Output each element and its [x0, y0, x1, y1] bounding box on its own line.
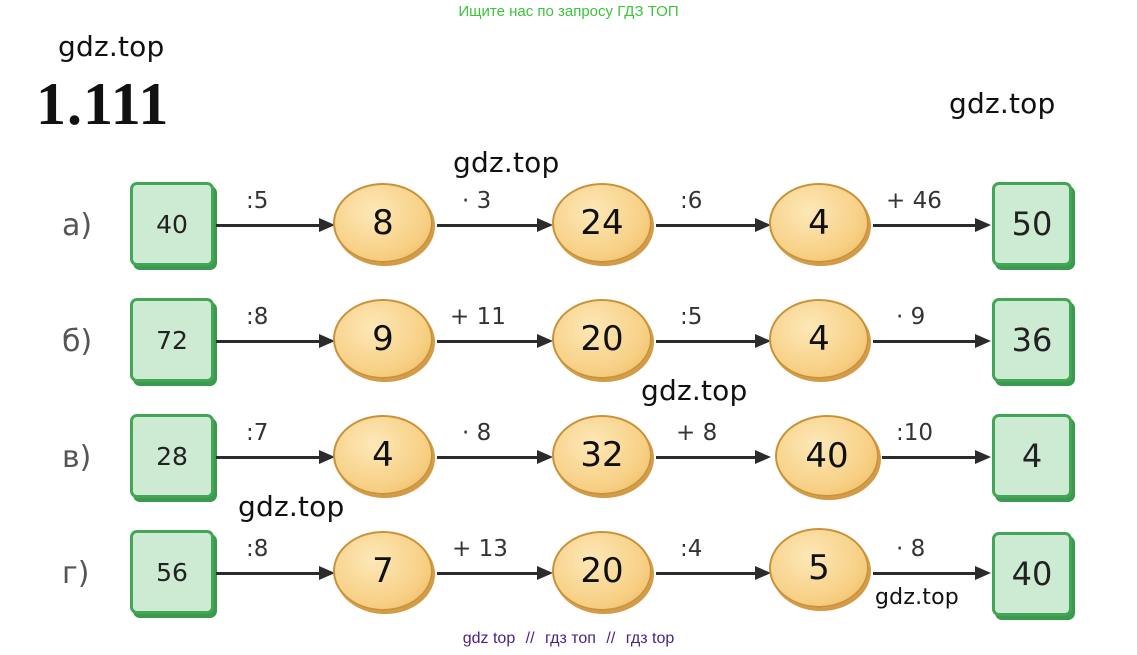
- footer-separator: //: [606, 630, 616, 647]
- row-label: б): [62, 324, 93, 359]
- value-oval: 7: [333, 531, 433, 611]
- chain-row-a: а) 40 :5 8 · 3 24 :6 4 + 46 50: [0, 180, 1137, 270]
- operation-label: + 11: [450, 304, 506, 330]
- end-box: 40: [992, 532, 1072, 616]
- chain-row-v: в) 28 :7 4 · 8 32 + 8 40 :10 4: [0, 412, 1137, 502]
- footer-links: gdz top // гдз топ // гдз top: [0, 630, 1137, 648]
- watermark: gdz.top: [58, 30, 165, 63]
- value-oval: 32: [552, 415, 652, 495]
- arrow: [216, 334, 335, 348]
- value-oval: 8: [333, 183, 433, 263]
- start-box: 72: [130, 298, 214, 382]
- search-banner[interactable]: Ищите нас по запросу ГДЗ ТОП: [458, 3, 679, 20]
- operation-label: :8: [246, 304, 269, 330]
- arrow: [437, 450, 553, 464]
- end-box: 50: [992, 182, 1072, 266]
- operation-label: :5: [680, 304, 703, 330]
- row-label: г): [62, 556, 90, 591]
- chain-row-g: г) 56 :8 7 + 13 20 :4 5 · 8 40: [0, 528, 1137, 618]
- exercise-number: 1.111: [36, 71, 170, 137]
- operation-label: :7: [246, 420, 269, 446]
- arrow: [437, 566, 553, 580]
- operation-label: · 3: [462, 188, 492, 214]
- start-box: 40: [130, 182, 214, 266]
- operation-label: · 9: [896, 304, 926, 330]
- operation-label: · 8: [896, 536, 926, 562]
- watermark: gdz.top: [453, 146, 560, 179]
- start-box: 28: [130, 414, 214, 498]
- operation-label: · 8: [462, 420, 492, 446]
- arrow: [882, 450, 991, 464]
- arrow: [873, 334, 991, 348]
- arrow: [216, 566, 335, 580]
- operation-label: + 8: [676, 420, 718, 446]
- value-oval: 20: [552, 299, 652, 379]
- operation-label: :8: [246, 536, 269, 562]
- arrow: [656, 334, 771, 348]
- watermark: gdz.top: [641, 374, 748, 407]
- row-label: а): [62, 208, 93, 243]
- operation-label: :6: [680, 188, 703, 214]
- operation-label: + 46: [886, 188, 942, 214]
- value-oval: 9: [333, 299, 433, 379]
- end-box: 4: [992, 414, 1072, 498]
- operation-label: + 13: [452, 536, 508, 562]
- arrow: [873, 566, 991, 580]
- arrow: [873, 218, 991, 232]
- arrow: [216, 450, 335, 464]
- watermark: gdz.top: [238, 490, 345, 523]
- watermark: gdz.top: [949, 87, 1056, 120]
- watermark: gdz.top: [875, 585, 959, 610]
- operation-label: :10: [896, 420, 934, 446]
- operation-label: :4: [680, 536, 703, 562]
- value-oval: 5: [769, 528, 869, 608]
- value-oval: 20: [552, 531, 652, 611]
- row-label: в): [62, 440, 92, 475]
- value-oval: 40: [775, 415, 879, 497]
- value-oval: 24: [552, 183, 652, 263]
- end-box: 36: [992, 298, 1072, 382]
- footer-link-gdz-top[interactable]: gdz top: [462, 630, 516, 647]
- arrow: [437, 218, 553, 232]
- footer-link-gdz-top-mixed[interactable]: гдз top: [625, 630, 675, 647]
- arrow: [437, 334, 553, 348]
- value-oval: 4: [333, 415, 433, 495]
- chain-row-b: б) 72 :8 9 + 11 20 :5 4 · 9 36: [0, 296, 1137, 386]
- footer-separator: //: [525, 630, 535, 647]
- start-box: 56: [130, 530, 214, 614]
- arrow: [656, 218, 771, 232]
- arrow: [216, 218, 335, 232]
- footer-link-gdz-top-ru[interactable]: гдз топ: [545, 630, 596, 647]
- value-oval: 4: [769, 299, 869, 379]
- arrow: [656, 450, 771, 464]
- arrow: [656, 566, 771, 580]
- value-oval: 4: [769, 183, 869, 263]
- operation-label: :5: [246, 188, 269, 214]
